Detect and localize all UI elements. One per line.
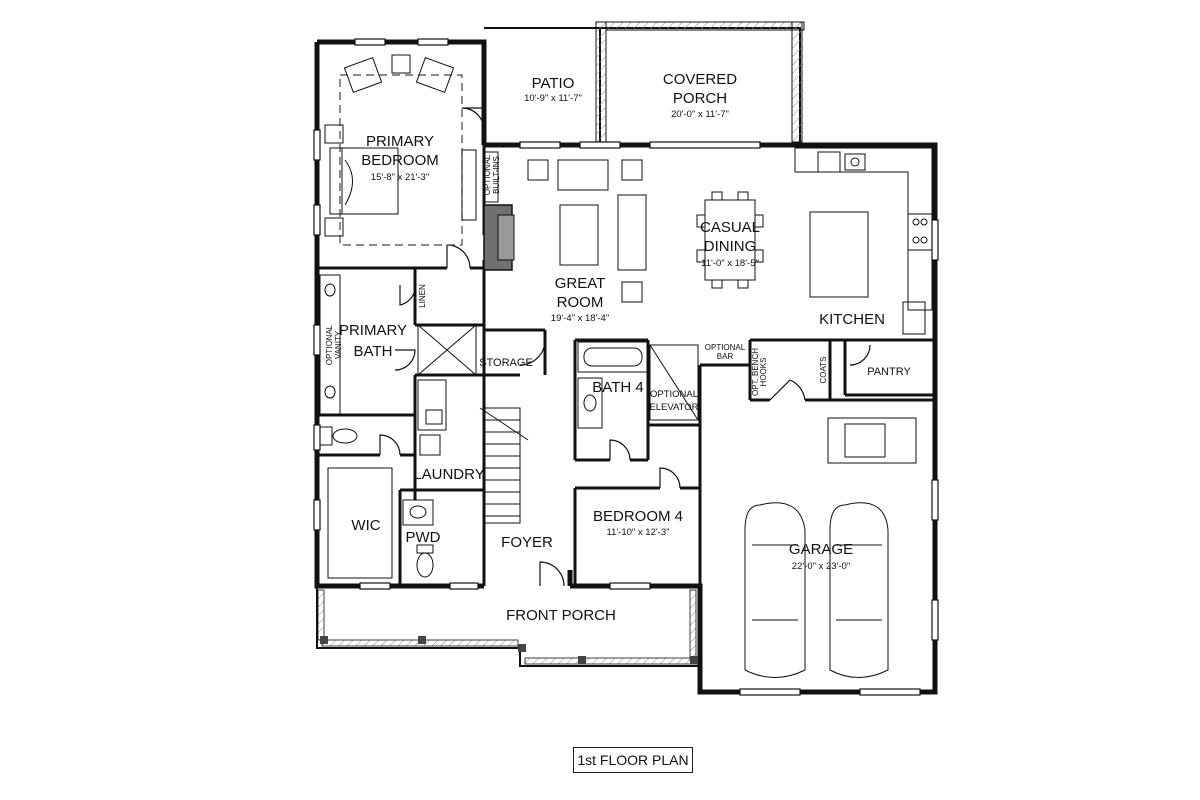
casual-dining-label-1: CASUAL <box>700 219 760 236</box>
fireplace-box <box>497 214 515 261</box>
built-ins-note-2: BUILT-INS <box>492 156 501 194</box>
porch-beam-left <box>595 21 607 143</box>
porch-columns <box>320 636 698 664</box>
dresser <box>461 149 477 221</box>
plan-title: 1st FLOOR PLAN <box>573 747 693 773</box>
front-porch-beam-right <box>689 589 697 661</box>
great-room-label-2: ROOM <box>557 294 604 311</box>
bench-note-1: OPT. BENCH <box>751 348 760 396</box>
bedroom-4-dim: 11'-10" x 12'-3" <box>606 527 669 538</box>
great-room-dim: 19'-4" x 18'-4" <box>551 313 609 324</box>
bed <box>324 124 399 237</box>
elevator-label-1: OPTIONAL <box>650 389 698 400</box>
dining-table <box>696 191 764 289</box>
laundry-label: LAUNDRY <box>413 466 484 483</box>
casual-dining-label-2: DINING <box>704 238 757 255</box>
notes: OPTIONAL BUILT-INS LINEN OPTIONAL VANITY… <box>325 154 828 396</box>
armchairs <box>343 54 455 93</box>
primary-bath-label-1: PRIMARY <box>339 322 407 339</box>
pantry-label: PANTRY <box>867 366 911 378</box>
tray-ceiling <box>339 74 463 246</box>
bench-note-2: HOOKS <box>759 358 768 387</box>
front-porch-beam-side <box>317 589 325 641</box>
garage-dim: 22'-0" x 23'-0" <box>792 561 850 572</box>
bar-note-2: BAR <box>717 352 734 361</box>
great-room-label-1: GREAT <box>555 275 606 292</box>
primary-bedroom-dim: 15'-8" x 21'-3" <box>371 172 429 183</box>
covered-porch-label-1: COVERED <box>663 71 737 88</box>
front-porch-beam-2 <box>524 657 698 665</box>
primary-bedroom-label-1: PRIMARY <box>366 133 434 150</box>
vanity-note-2: VANITY <box>334 330 343 359</box>
kitchen-counters <box>794 147 933 335</box>
bar-note-1: OPTIONAL <box>705 343 746 352</box>
primary-bedroom-label-2: BEDROOM <box>361 152 439 169</box>
bath-4-label: BATH 4 <box>592 379 643 396</box>
storage-label: STORAGE <box>479 357 533 369</box>
built-ins <box>483 151 499 203</box>
primary-bath-label-2: BATH <box>354 343 393 360</box>
wic-shelving <box>327 467 393 579</box>
porch-beam-top <box>605 21 805 31</box>
kitchen-label: KITCHEN <box>819 311 885 328</box>
elevator-label-2: ELEVATOR <box>649 402 698 413</box>
car-left <box>744 502 806 678</box>
covered-porch-label-2: PORCH <box>673 90 727 107</box>
golf-cart <box>827 417 917 464</box>
staircase <box>479 407 529 524</box>
windows <box>313 38 939 696</box>
pwd-label: PWD <box>406 529 441 546</box>
garage-label: GARAGE <box>789 541 853 558</box>
front-porch-outline <box>316 586 701 667</box>
coats-note: COATS <box>819 357 828 384</box>
elevator <box>649 344 699 421</box>
patio-dim: 10'-9" x 11'-7" <box>524 93 582 104</box>
covered-porch-dim: 20'-0" x 11'-7" <box>671 109 729 120</box>
great-room-furniture <box>527 159 647 303</box>
car-right <box>829 502 889 678</box>
room-labels: PATIO 10'-9" x 11'-7" COVERED PORCH 20'-… <box>339 71 912 624</box>
casual-dining-dim: 11'-0" x 18'-5" <box>701 258 759 269</box>
patio-label: PATIO <box>532 75 575 92</box>
front-porch-label: FRONT PORCH <box>506 607 616 624</box>
vanity-note-1: OPTIONAL <box>325 324 334 365</box>
linen-note: LINEN <box>418 284 427 308</box>
porch-beam-right <box>791 21 803 143</box>
bath-fixtures <box>319 274 649 578</box>
doors <box>379 107 871 587</box>
foyer-label: FOYER <box>501 534 553 551</box>
built-ins-note-1: OPTIONAL <box>483 154 492 195</box>
bedroom-4-label: BEDROOM 4 <box>593 508 683 525</box>
wic-label: WIC <box>351 517 380 534</box>
